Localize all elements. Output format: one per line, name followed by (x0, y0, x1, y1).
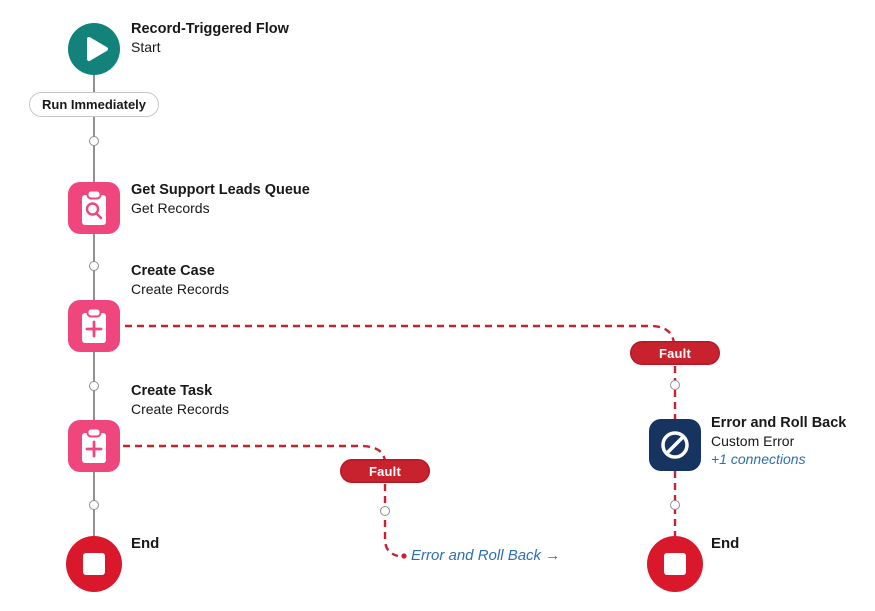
node-end-main[interactable] (66, 536, 122, 592)
clipboard-plus-icon (68, 420, 120, 472)
node-get-records-label[interactable]: Get Support Leads Queue Get Records (131, 181, 310, 217)
node-title: Error and Roll Back (711, 415, 847, 431)
run-immediately-label: Run Immediately (29, 92, 159, 117)
add-element-button[interactable] (670, 380, 680, 390)
add-element-button[interactable] (89, 261, 99, 271)
node-get-support-leads-queue[interactable] (68, 182, 120, 234)
node-title: Get Support Leads Queue (131, 182, 310, 198)
node-title: End (131, 535, 160, 552)
node-title: Create Task (131, 383, 213, 399)
add-element-button[interactable] (670, 500, 680, 510)
goto-error-and-roll-back-link[interactable]: Error and Roll Back → (411, 547, 561, 564)
node-error-and-roll-back[interactable] (649, 419, 701, 471)
play-icon (68, 23, 120, 75)
node-end-fault[interactable] (647, 536, 703, 592)
node-create-case[interactable] (68, 300, 120, 352)
stop-icon (83, 553, 105, 575)
add-element-button[interactable] (89, 381, 99, 391)
add-element-button[interactable] (89, 136, 99, 146)
node-subtitle: Start (131, 39, 161, 55)
node-title: Record-Triggered Flow (131, 21, 289, 37)
add-element-button[interactable] (380, 506, 390, 516)
add-element-button[interactable] (89, 500, 99, 510)
node-subtitle: Create Records (131, 401, 230, 417)
node-subtitle: Create Records (131, 281, 230, 297)
clipboard-plus-icon (68, 300, 120, 352)
goto-endpoint-dot (401, 553, 407, 559)
node-error-label[interactable]: Error and Roll Back Custom Error +1 conn… (711, 414, 846, 468)
clipboard-search-icon (68, 182, 120, 234)
node-end-fault-label: End (711, 535, 739, 553)
node-title: End (711, 535, 740, 552)
node-create-task-label[interactable]: Create Task Create Records (131, 382, 229, 418)
node-end-main-label: End (131, 535, 159, 553)
ban-icon (649, 419, 701, 471)
node-subtitle: Get Records (131, 200, 210, 216)
node-create-task[interactable] (68, 420, 120, 472)
fault-badge-create-case: Fault (630, 341, 720, 365)
stop-icon (664, 553, 686, 575)
connections-link[interactable]: +1 connections (711, 451, 806, 467)
node-title: Create Case (131, 263, 215, 279)
fault-badge-create-task: Fault (340, 459, 430, 483)
node-subtitle: Custom Error (711, 433, 795, 449)
node-start[interactable] (68, 23, 120, 75)
node-create-case-label[interactable]: Create Case Create Records (131, 262, 229, 298)
node-start-label[interactable]: Record-Triggered Flow Start (131, 20, 289, 56)
